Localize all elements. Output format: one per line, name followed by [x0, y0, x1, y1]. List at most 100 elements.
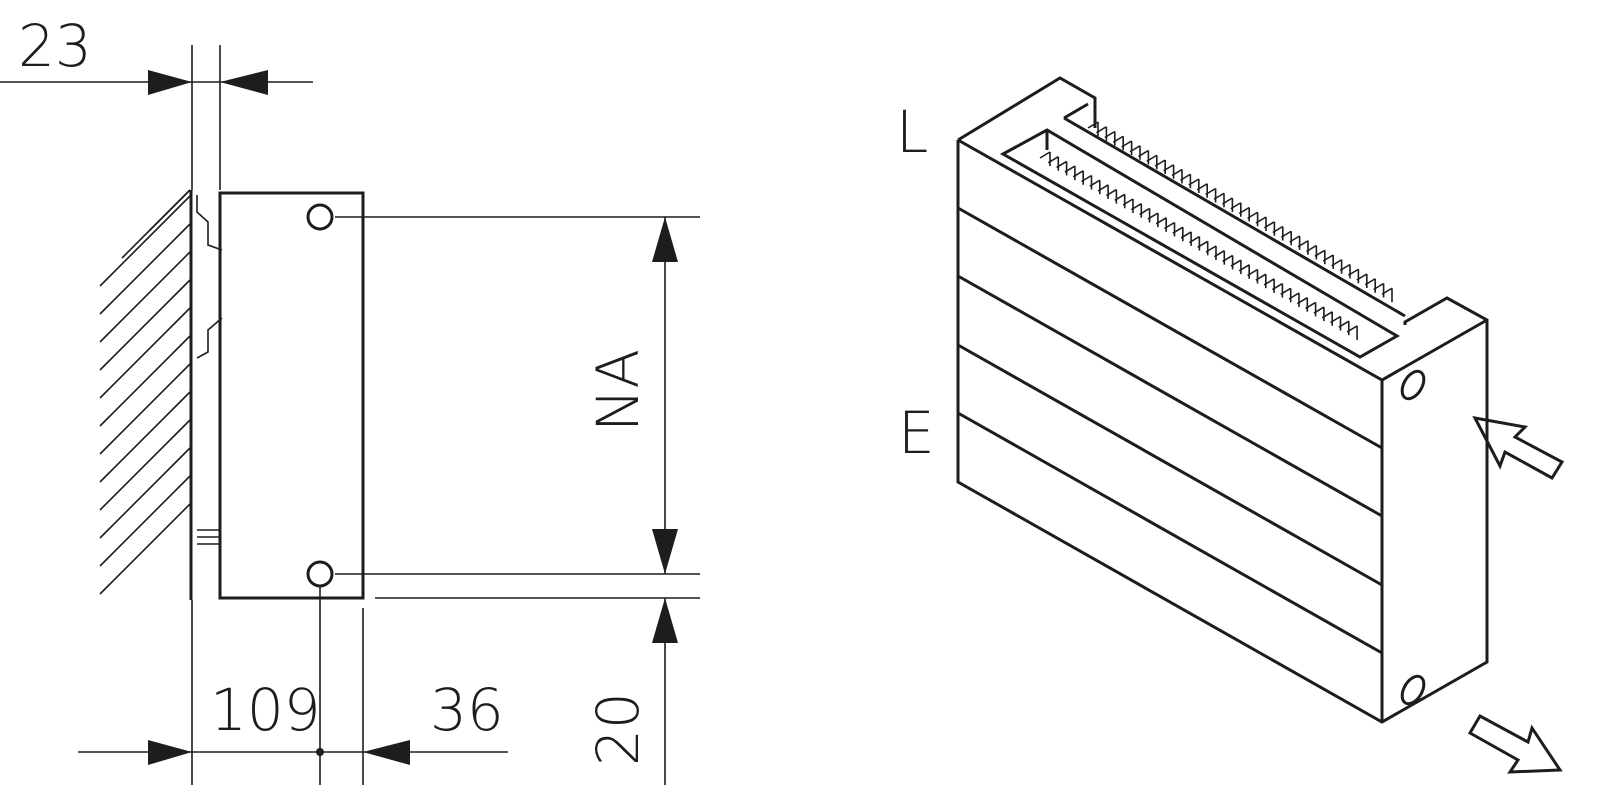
fin [1288, 292, 1300, 300]
fin [1205, 245, 1217, 253]
hatch-line [99, 335, 191, 427]
fin [1137, 149, 1149, 158]
hatch-line [99, 419, 191, 511]
fin [1331, 259, 1343, 267]
fin [1230, 202, 1242, 210]
arrow-right-icon [148, 740, 192, 765]
fin [1247, 211, 1259, 219]
fin [1097, 184, 1109, 192]
label-e: E [898, 399, 935, 467]
wall-hatching [99, 189, 191, 595]
fin [1072, 170, 1084, 178]
fin [1139, 207, 1151, 216]
fin [1089, 179, 1101, 187]
fin [1180, 231, 1192, 239]
hatch-line [99, 503, 191, 595]
fin [1381, 287, 1393, 295]
fin [1271, 282, 1283, 291]
arrow-up-icon [652, 598, 678, 643]
fin [1213, 192, 1225, 200]
arrow-up-icon [652, 217, 678, 262]
fin [1373, 282, 1385, 291]
fin [1255, 273, 1267, 281]
dim-label-23: 23 [18, 12, 92, 80]
fin [1172, 226, 1184, 234]
fin [1338, 320, 1350, 328]
fin [1130, 203, 1142, 211]
fin [1314, 249, 1326, 257]
fin [1122, 198, 1134, 206]
arrow-down-icon [652, 529, 678, 574]
fin [1056, 160, 1068, 169]
fin [1171, 168, 1183, 177]
fin [1188, 178, 1200, 186]
radiator-body [956, 138, 1489, 724]
isometric-view: L E [896, 76, 1565, 774]
fin [1147, 212, 1159, 220]
fin [1339, 263, 1351, 272]
dim-dot [316, 748, 324, 756]
fin [1213, 250, 1225, 258]
fin [1222, 254, 1234, 263]
convector-fins [1039, 121, 1393, 340]
fin [1121, 140, 1133, 148]
fin [1255, 216, 1267, 224]
wall-bracket [196, 195, 223, 359]
label-l: L [896, 98, 928, 166]
fin [1364, 278, 1376, 286]
fin [1105, 188, 1117, 197]
fin [1238, 264, 1250, 272]
bottom-bracket [197, 529, 220, 545]
fin [1263, 221, 1275, 229]
fin [1155, 217, 1167, 225]
arrow-right-icon [148, 70, 192, 95]
fin [1322, 254, 1334, 262]
fin [1129, 145, 1141, 153]
hatch-line [99, 391, 191, 483]
dim-label-109: 109 [210, 676, 321, 744]
fin [1280, 287, 1292, 295]
fin [1112, 135, 1124, 143]
bottom-connection-circle [306, 560, 334, 588]
hatch-line [99, 195, 191, 287]
rear-slot-edge [1063, 116, 1406, 318]
top-connection-circle [306, 203, 334, 231]
inlet-connection [1400, 369, 1426, 401]
fin [1047, 156, 1059, 164]
fin [1305, 301, 1317, 310]
fin [1272, 225, 1284, 234]
panel-band-line [957, 206, 1383, 450]
fin [1247, 268, 1258, 277]
radiator-side-profile [218, 191, 365, 600]
fin [1330, 315, 1341, 324]
fin [1081, 174, 1092, 183]
fin [1188, 235, 1200, 244]
outlet-connection [1400, 674, 1426, 706]
dim-label-20: 20 [584, 692, 652, 766]
fin [1280, 230, 1292, 238]
fin [1164, 221, 1175, 230]
fin [1347, 268, 1359, 276]
hatch-line [99, 223, 191, 315]
radiator-top-end [957, 76, 1097, 142]
fin [1154, 159, 1166, 167]
fin [1221, 197, 1233, 205]
fin [1297, 240, 1309, 248]
fin [1163, 164, 1175, 172]
fin [1321, 311, 1333, 319]
fin [1230, 259, 1242, 267]
fin [1095, 126, 1107, 134]
fin [1197, 240, 1209, 248]
hatch-line [121, 189, 191, 259]
dim-label-36: 36 [430, 676, 504, 744]
hatch-line [99, 447, 191, 539]
arrow-left-icon [220, 70, 268, 95]
outflow-arrow-icon [1467, 713, 1563, 774]
fin [1179, 173, 1191, 181]
fin [1296, 297, 1308, 305]
hatch-line [99, 251, 191, 343]
panel-band-line [957, 411, 1383, 655]
fin [1146, 154, 1158, 162]
fin [1313, 306, 1325, 314]
hatch-line [99, 307, 191, 399]
